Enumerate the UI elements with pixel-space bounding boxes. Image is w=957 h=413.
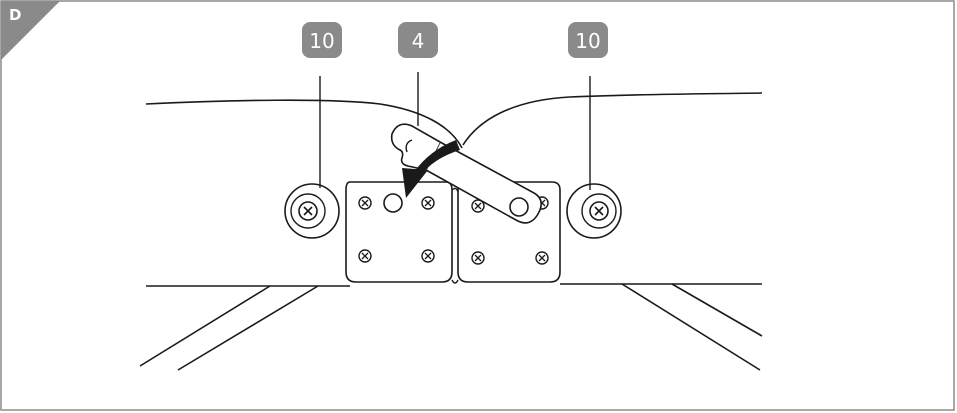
lever-hook-detail: [405, 139, 413, 153]
callout-number: 10: [575, 29, 600, 53]
arrow-head: [402, 168, 428, 198]
callout-left: 10: [302, 22, 342, 58]
callout-number: 4: [412, 29, 425, 53]
left-knob: [284, 183, 340, 239]
panel-tag: D: [1, 1, 60, 60]
callout-center: 4: [398, 22, 438, 58]
callout-number: 10: [309, 29, 334, 53]
upper-left-edge: [145, 99, 463, 149]
callout-right: 10: [568, 22, 608, 58]
callout-badge: [302, 22, 342, 58]
left-plate-screw-crosses: [361, 199, 432, 260]
right-leg-inner: [621, 283, 761, 371]
upper-right-edge: [462, 92, 763, 146]
lever-pin-hole: [509, 197, 529, 217]
left-leg-outer: [139, 285, 271, 367]
right-plate-screw-crosses: [474, 199, 546, 262]
right-leg-outer: [671, 283, 763, 337]
left-leg-inner: [177, 285, 319, 371]
plate-seam: [451, 187, 459, 193]
right-knob: [566, 183, 622, 239]
panel-tag-shape: [1, 1, 60, 60]
left-hinge-plate: [345, 181, 453, 283]
right-knob-cross: [594, 206, 604, 216]
callout-badge: [568, 22, 608, 58]
callout-badge: [398, 22, 438, 58]
frame-rails: [139, 92, 763, 371]
panel-letter: D: [9, 6, 21, 24]
left-knob-cross: [303, 206, 313, 216]
plate-seam-bottom: [451, 279, 459, 284]
left-plate-hole: [383, 193, 403, 213]
leader-lines: [319, 72, 591, 190]
rotate-arrow-icon: [402, 140, 460, 198]
arrow-shaft: [414, 140, 460, 176]
